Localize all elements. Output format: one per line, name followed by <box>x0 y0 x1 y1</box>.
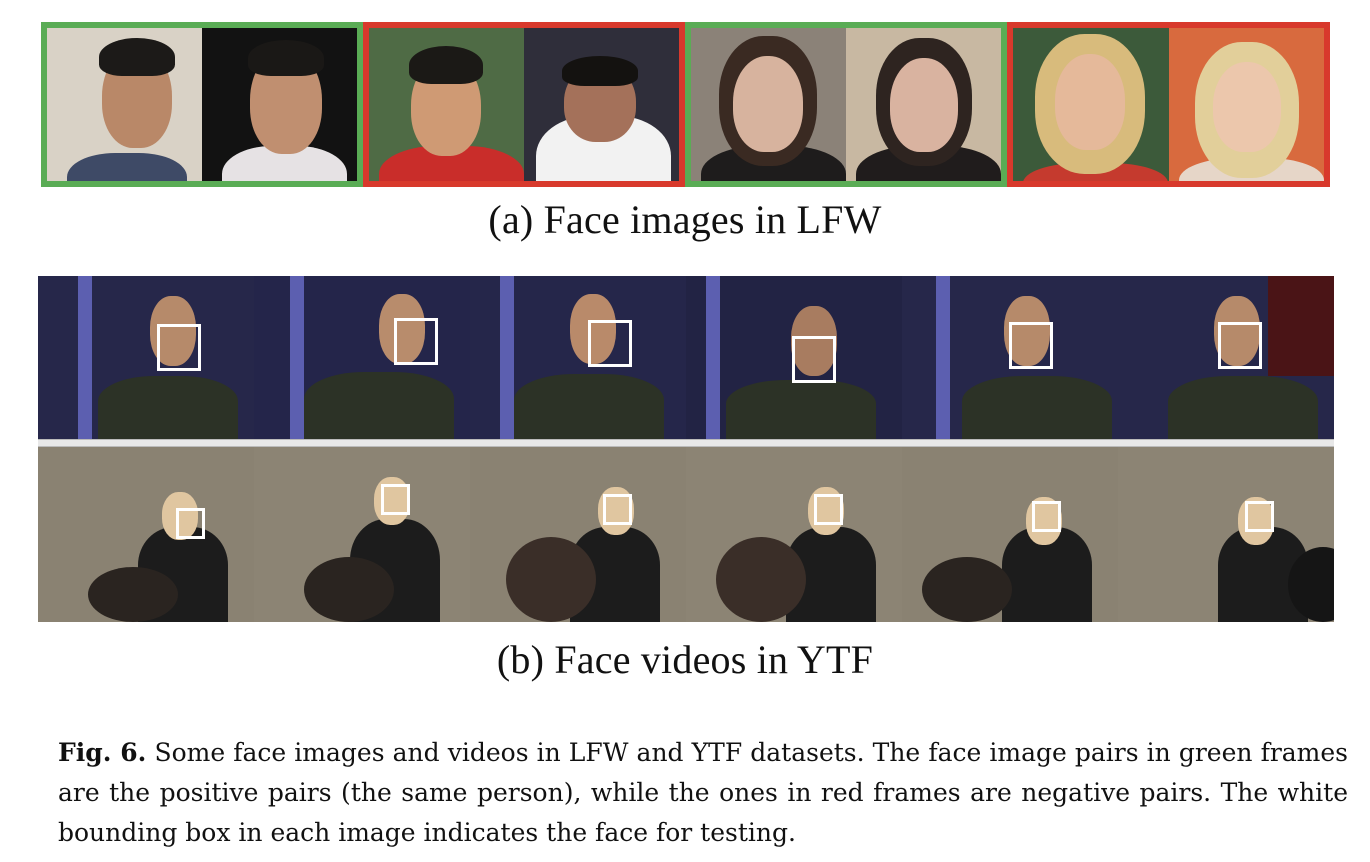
face-bounding-box <box>588 320 632 367</box>
face-bounding-box <box>176 508 205 539</box>
video-frame <box>470 447 686 622</box>
face-bounding-box <box>1218 322 1262 369</box>
figure-caption: Fig. 6. Some face images and videos in L… <box>58 733 1348 853</box>
lfw-pair-2 <box>363 22 685 187</box>
lfw-pair-3 <box>685 22 1007 187</box>
video-frame <box>1118 276 1334 439</box>
video-frame <box>902 447 1118 622</box>
figure-label: Fig. 6. <box>58 738 147 767</box>
face-bounding-box <box>603 494 632 525</box>
video-frame <box>686 276 902 439</box>
face-photo <box>1013 28 1169 181</box>
face-photo <box>691 28 846 181</box>
face-photo <box>524 28 679 181</box>
face-bounding-box <box>1032 501 1061 532</box>
video-frame <box>254 447 470 622</box>
face-photo <box>369 28 524 181</box>
ytf-strip-1 <box>38 276 1334 439</box>
video-frame <box>1118 447 1334 622</box>
face-bounding-box <box>394 318 438 365</box>
video-frame <box>254 276 470 439</box>
lfw-pair-4 <box>1007 22 1330 187</box>
video-frame <box>38 276 254 439</box>
face-photo <box>47 28 202 181</box>
lfw-pair-1 <box>41 22 363 187</box>
video-frame <box>38 447 254 622</box>
face-photo <box>846 28 1001 181</box>
video-frame <box>902 276 1118 439</box>
face-bounding-box <box>1009 322 1053 369</box>
face-photo <box>1168 28 1324 181</box>
face-bounding-box <box>157 324 201 371</box>
face-bounding-box <box>814 494 843 525</box>
face-photo <box>202 28 357 181</box>
figure-text: Some face images and videos in LFW and Y… <box>58 738 1349 847</box>
ytf-strip-2 <box>38 447 1334 622</box>
strip-separator <box>38 439 1334 447</box>
face-bounding-box <box>1245 501 1274 532</box>
face-bounding-box <box>381 484 410 515</box>
ytf-caption: (b) Face videos in YTF <box>496 637 874 682</box>
face-bounding-box <box>792 336 836 383</box>
video-frame <box>686 447 902 622</box>
video-frame <box>470 276 686 439</box>
lfw-caption: (a) Face images in LFW <box>488 197 882 242</box>
